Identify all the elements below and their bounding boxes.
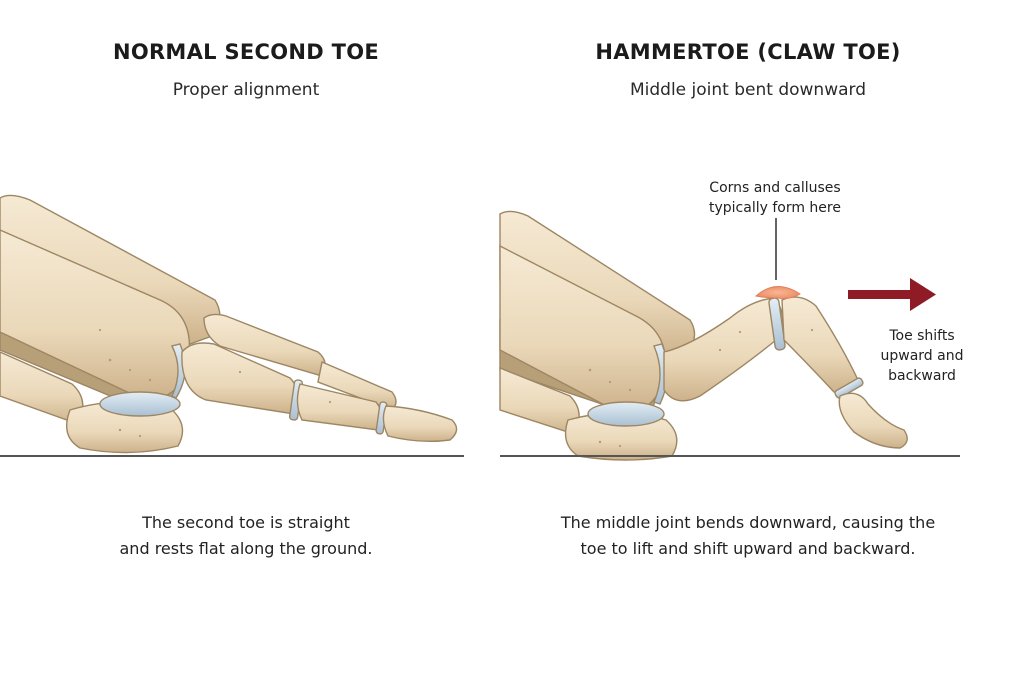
annotation-line: Corns and calluses: [709, 180, 841, 196]
callus-area: [754, 286, 801, 299]
caption-line: and rests flat along the ground.: [119, 539, 373, 558]
caption-line: The second toe is straight: [142, 513, 350, 532]
caption-line: The middle joint bends downward, causing…: [560, 513, 936, 532]
annotation-line: backward: [888, 368, 956, 384]
distal-phalanx: [382, 405, 458, 443]
caption-line: toe to lift and shift upward and backwar…: [580, 539, 916, 558]
mtp-cartilage: [99, 391, 181, 417]
normal-toe-diagram: [0, 194, 458, 454]
distal-phalanx: [838, 392, 908, 449]
dip-cartilage: [834, 377, 864, 399]
normal-toe-panel: NORMAL SECOND TOE Proper alignment The s…: [0, 40, 502, 562]
corns-callus-annotation: Corns and calluses typically form here: [660, 178, 890, 218]
annotation-line: Toe shifts: [889, 328, 955, 344]
normal-toe-subtitle: Proper alignment: [172, 80, 320, 100]
hammertoe-subtitle: Middle joint bent downward: [629, 80, 867, 100]
hammertoe-title: HAMMERTOE (CLAW TOE): [595, 40, 901, 64]
normal-toe-title: NORMAL SECOND TOE: [112, 40, 380, 64]
hammertoe-diagram: [499, 210, 908, 461]
hammertoe-caption: The middle joint bends downward, causing…: [492, 510, 1004, 562]
shift-arrow: [848, 278, 936, 311]
normal-toe-caption: The second toe is straight and rests fla…: [0, 510, 502, 562]
annotation-line: typically form here: [709, 200, 841, 216]
mtp-cartilage: [587, 401, 665, 427]
annotation-line: upward and: [880, 348, 964, 364]
toe-shift-annotation: Toe shifts upward and backward: [852, 326, 992, 386]
hammertoe-panel: HAMMERTOE (CLAW TOE) Middle joint bent d…: [512, 0, 1024, 683]
